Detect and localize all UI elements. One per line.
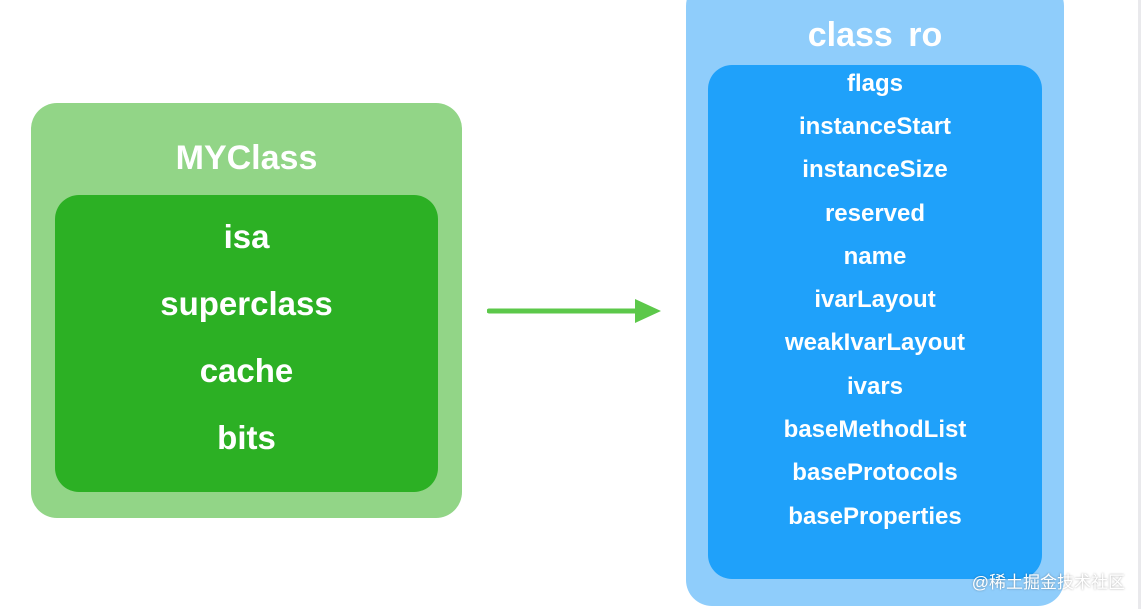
class-ro-field-reserved: reserved xyxy=(824,200,926,227)
myclass-title: MYClass xyxy=(175,139,318,177)
myclass-field-bits: bits xyxy=(217,419,276,456)
myclass-box: MYClass isa superclass cache bits xyxy=(31,103,462,518)
class-ro-field-instancesize: instanceSize xyxy=(802,156,948,183)
myclass-field-superclass: superclass xyxy=(160,285,333,322)
class-ro-field-instancestart: instanceStart xyxy=(798,113,952,140)
class-ro-title: class ro xyxy=(807,16,943,54)
class-ro-field-name: name xyxy=(843,243,907,270)
site-watermark: @稀土掘金技术社区 xyxy=(971,573,1125,592)
class-ro-field-baseproperties: baseProperties xyxy=(788,503,962,530)
class-ro-fields-box: flags instanceStart instanceSize reserve… xyxy=(708,65,1042,579)
myclass-field-isa: isa xyxy=(223,218,270,255)
class-ro-field-ivars: ivars xyxy=(846,373,904,400)
class-ro-box: class ro flags instanceStart instanceSiz… xyxy=(686,0,1064,606)
class-ro-field-flags: flags xyxy=(846,70,903,97)
myclass-field-cache: cache xyxy=(199,352,294,389)
right-arrow-icon xyxy=(487,299,661,323)
class-ro-field-baseprotocols: baseProtocols xyxy=(792,459,958,486)
class-ro-field-weakivarlayout: weakIvarLayout xyxy=(784,329,966,356)
myclass-fields-box: isa superclass cache bits xyxy=(55,195,438,492)
class-ro-field-ivarlayout: ivarLayout xyxy=(814,286,936,313)
class-ro-field-basemethodlist: baseMethodList xyxy=(783,416,967,443)
page-right-border xyxy=(1138,0,1141,609)
